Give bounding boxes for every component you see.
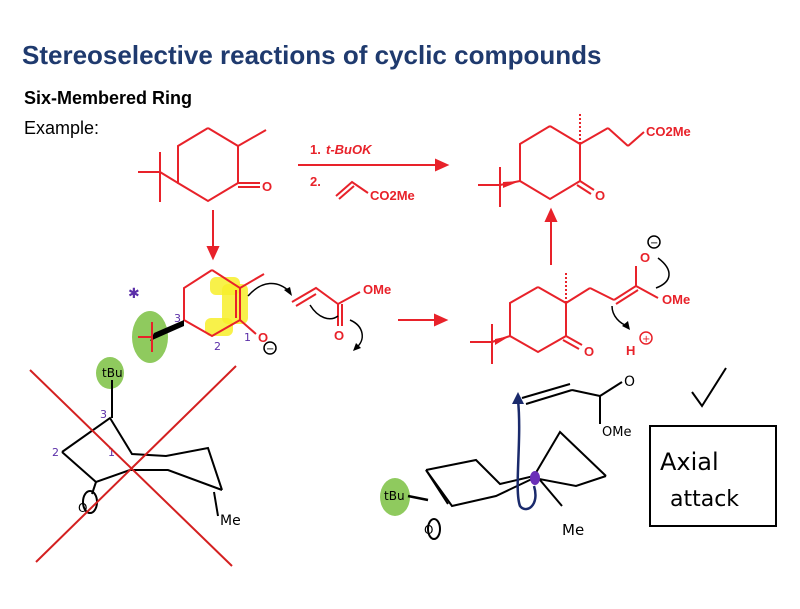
intermediate-wedge [495,336,510,345]
highlight-tbu-left [96,357,124,389]
axial-attack-box [649,425,777,527]
intermediate-ome: OMe [662,292,690,307]
cross-out-mark [29,365,237,567]
step2-number: 2. [310,174,321,189]
chair-right [425,381,623,540]
enolate-charge-circle [263,341,277,355]
intermediate-o-anion: O [640,250,650,265]
me-left-label: Me [220,513,241,529]
axial-attack-arrow [516,399,537,511]
svg-text:−: − [266,344,274,355]
svg-text:+: + [642,334,650,345]
ome-right-label: OMe [602,425,631,440]
o-right-label: O [424,523,433,537]
tbu-right-label: tBu [384,489,405,503]
product-ketone [478,112,645,207]
enolate-wedge-tbu [150,320,184,341]
tbu-bond-right [407,494,429,502]
curved-arrow-acceptor [309,304,339,320]
label-3-enolate: 3 [174,312,181,325]
curved-arrow-enolate [247,282,291,297]
tbu-left-label: tBu [102,366,123,380]
slide-title: Stereoselective reactions of cyclic comp… [22,40,602,70]
label-1-chair: 1 [108,446,115,459]
axial-attack-line1: Axial [660,448,719,476]
acceptor-ome: OMe [363,282,391,297]
label-1-enolate: 1 [244,331,251,344]
axial-arrow-head [512,392,524,404]
acceptor-o: O [334,328,344,343]
proton-charge-circle [639,331,653,345]
top-reaction-arrow [298,158,450,172]
axial-attack-line2: attack [670,487,739,512]
enolate-o: O [258,330,268,345]
example-label: Example: [24,118,100,138]
label-2-enolate: 2 [214,340,221,353]
acrylate-reagent [335,180,369,200]
product-ester-group: CO2Me [646,124,691,139]
svg-text:−: − [650,238,658,249]
starting-ketone [138,127,267,203]
me-right-label: Me [562,521,584,539]
intermediate-ketone-o: O [584,344,594,359]
down-arrow [206,210,220,261]
middle-arrow [398,313,449,327]
proton-h: H [626,343,635,358]
product-ketone-o: O [595,188,605,203]
anion-charge-circle [647,235,661,249]
green-highlights [96,311,410,516]
attack-carbon-dot [530,471,540,485]
highlight-c2 [205,318,233,336]
o-left-label: O [78,501,87,515]
section-subtitle: Six-Membered Ring [24,88,193,108]
intermediate-ring [470,266,659,364]
chair-left [61,380,223,517]
o-top-right-label: O [624,374,635,390]
sm-ketone-o: O [262,179,272,194]
acrylate-ester-group: CO2Me [370,188,415,203]
purple-mark: ✱ [128,286,140,302]
curved-arrow-enolate-reform [655,257,670,289]
enolate-tbu [138,322,153,352]
label-3-chair: 3 [100,408,107,421]
curved-arrow-protonation [611,305,629,327]
highlight-tbu-right [380,478,410,516]
up-arrow [544,207,558,265]
label-2-chair: 2 [52,446,59,459]
check-mark-icon [691,367,727,408]
step1-reagent: t-BuOK [326,142,373,157]
product-wedge-bond [503,181,520,188]
enolate-ring [183,269,265,338]
acceptor-acrylate [291,286,361,326]
step1-number: 1. [310,142,321,157]
